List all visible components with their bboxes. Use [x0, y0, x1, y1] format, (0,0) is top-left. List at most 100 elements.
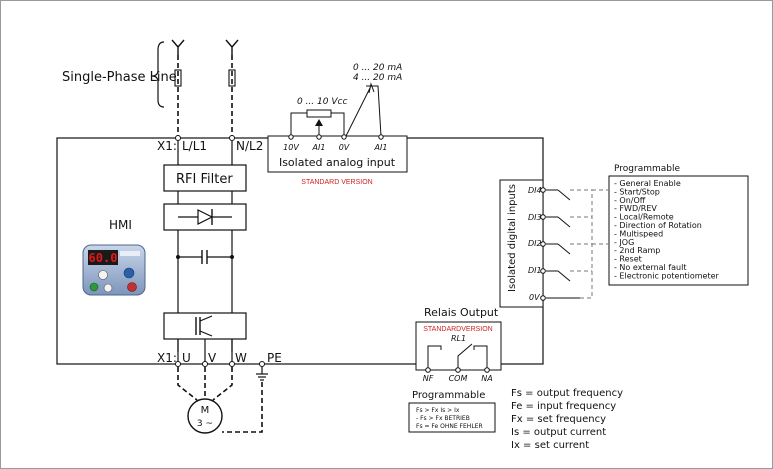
hmi-button-p[interactable] — [123, 267, 135, 279]
programmable-item: - Direction of Rotation — [614, 221, 702, 230]
hmi-button-up[interactable] — [98, 270, 108, 280]
programmable-box — [608, 175, 749, 286]
terminal-v-label: V — [208, 351, 217, 365]
programmable-list: - General Enable- Start/Stop- On/Off- FW… — [614, 179, 720, 280]
digital-inputs-section: Isolated digital inputs DI4 DI3 DI2 DI1 … — [499, 179, 608, 308]
di4-label: DI4 — [528, 186, 542, 195]
relay-nf-label: NF — [423, 374, 434, 383]
dc-link-capacitor — [176, 250, 234, 264]
terminal-u-label: U — [182, 351, 191, 365]
hmi-button-start[interactable] — [89, 282, 99, 292]
hmi-label: HMI — [109, 218, 132, 232]
analog-terminal-10v: 10V — [283, 143, 299, 152]
relay-output-section: Relais Output STANDARDVERSION RL1 NF COM… — [415, 306, 502, 383]
hmi-button-down[interactable] — [103, 283, 113, 293]
l-l1-label: L/L1 — [182, 139, 207, 153]
programmable-item: - 2nd Ramp — [614, 246, 660, 255]
programmable-item: - Multispeed — [614, 229, 663, 238]
analog-terminal-ai1-current: AI1 — [374, 143, 388, 152]
line-brace — [151, 41, 165, 108]
legend-fs: Fs = output frequency — [511, 388, 623, 399]
terminal-w — [229, 361, 235, 367]
terminal-v — [202, 361, 208, 367]
n-l2-label: N/L2 — [236, 139, 263, 153]
di1-label: DI1 — [528, 266, 542, 275]
programmable-item: - Start/Stop — [614, 187, 660, 196]
terminal-pe-label: PE — [267, 351, 282, 365]
line-title: Single-Phase Line — [62, 70, 177, 85]
relay-rl1-label: RL1 — [451, 334, 466, 343]
di-0v-label: 0V — [529, 293, 540, 302]
hmi-button-stop[interactable] — [127, 282, 137, 292]
relay-standard-version: STANDARDVERSION — [423, 326, 493, 333]
hmi-brand-strip — [120, 251, 140, 256]
digital-inputs-box — [499, 179, 544, 308]
analog-terminal-ai1: AI1 — [312, 143, 326, 152]
relay-com-label: COM — [449, 374, 468, 383]
analog-input-box — [267, 135, 408, 173]
legend-is: Is = output current — [511, 427, 606, 438]
analog-input-label: Isolated analog input — [279, 156, 396, 169]
ground-symbol — [256, 367, 268, 381]
relay-na-label: NA — [481, 374, 492, 383]
programmable-item: - Electronic potentiometer — [614, 271, 720, 280]
terminal-di2 — [540, 241, 546, 247]
rectifier-block — [163, 203, 247, 231]
terminal-di3 — [540, 214, 546, 220]
motor-wiring — [177, 367, 263, 433]
analog-terminal-0v: 0V — [339, 143, 350, 152]
supply-terminal-l — [171, 39, 185, 87]
legend-fe: Fe = input frequency — [511, 401, 616, 412]
terminal-di-0v — [540, 295, 546, 301]
legend-ix: Ix = set current — [511, 440, 589, 451]
analog-range-current-1: 0 ... 20 mA — [353, 63, 402, 73]
motor-3-label: 3 ~ — [197, 419, 213, 429]
motor-m-label: M — [201, 405, 210, 416]
analog-input-section: 0 ... 10 Vcc 0 ... 20 mA 4 ... 20 mA 10V… — [267, 63, 408, 186]
programmable-item: - General Enable — [614, 179, 681, 188]
terminal-u — [175, 361, 181, 367]
programmable-item: - No external fault — [614, 263, 686, 272]
programmable-title: Programmable — [614, 164, 680, 174]
terminal-w-label: W — [235, 351, 247, 365]
x1-top-label: X1: — [157, 139, 177, 153]
hmi-display — [88, 250, 118, 265]
programmable-item: - Local/Remote — [614, 213, 674, 222]
terminal-na — [484, 367, 490, 373]
analog-standard-version: STANDARD VERSION — [301, 179, 372, 186]
legend: Fs = output frequency Fe = input frequen… — [511, 388, 623, 451]
terminal-pe — [259, 361, 265, 367]
relay-programmable-box — [408, 402, 496, 433]
terminal-di4 — [540, 187, 546, 193]
terminal-n-l2 — [229, 135, 235, 141]
rfi-filter-label: RFI Filter — [176, 172, 233, 187]
x1-bottom-label: X1: — [157, 351, 177, 365]
terminal-nf — [425, 367, 431, 373]
terminal-l1 — [175, 135, 181, 141]
programmable-item: - Reset — [614, 255, 642, 264]
analog-range-current-2: 4 ... 20 mA — [353, 73, 402, 83]
di2-label: DI2 — [528, 239, 542, 248]
terminal-com — [455, 367, 461, 373]
motor-symbol — [187, 398, 223, 434]
relay-condition-2: - Fs > Fx BETRIEB — [416, 415, 470, 422]
relay-title: Relais Output — [424, 306, 499, 319]
relay-condition-3: Fs = Fe OHNE FEHLER — [416, 423, 483, 430]
terminal-di1 — [540, 268, 546, 274]
potentiometer — [306, 109, 332, 118]
programmable-item: - FWD/REV — [614, 204, 657, 213]
di3-label: DI3 — [528, 213, 542, 222]
hmi-display-value: 60.0 — [89, 251, 118, 265]
analog-range-voltage: 0 ... 10 Vcc — [297, 97, 347, 107]
relay-programmable-title: Programmable — [412, 390, 485, 401]
rfi-filter-box — [163, 164, 247, 192]
programmable-item: - JOG — [614, 238, 634, 247]
relay-condition-1: Fs > Fx Is > Ix — [416, 407, 460, 414]
digital-inputs-title: Isolated digital inputs — [507, 184, 518, 292]
legend-fx: Fx = set frequency — [511, 414, 606, 425]
supply-terminal-n — [225, 39, 239, 87]
hmi-keypad[interactable]: 60.0 — [82, 244, 146, 296]
inverter-block — [163, 312, 247, 340]
programmable-item: - On/Off — [614, 196, 646, 205]
